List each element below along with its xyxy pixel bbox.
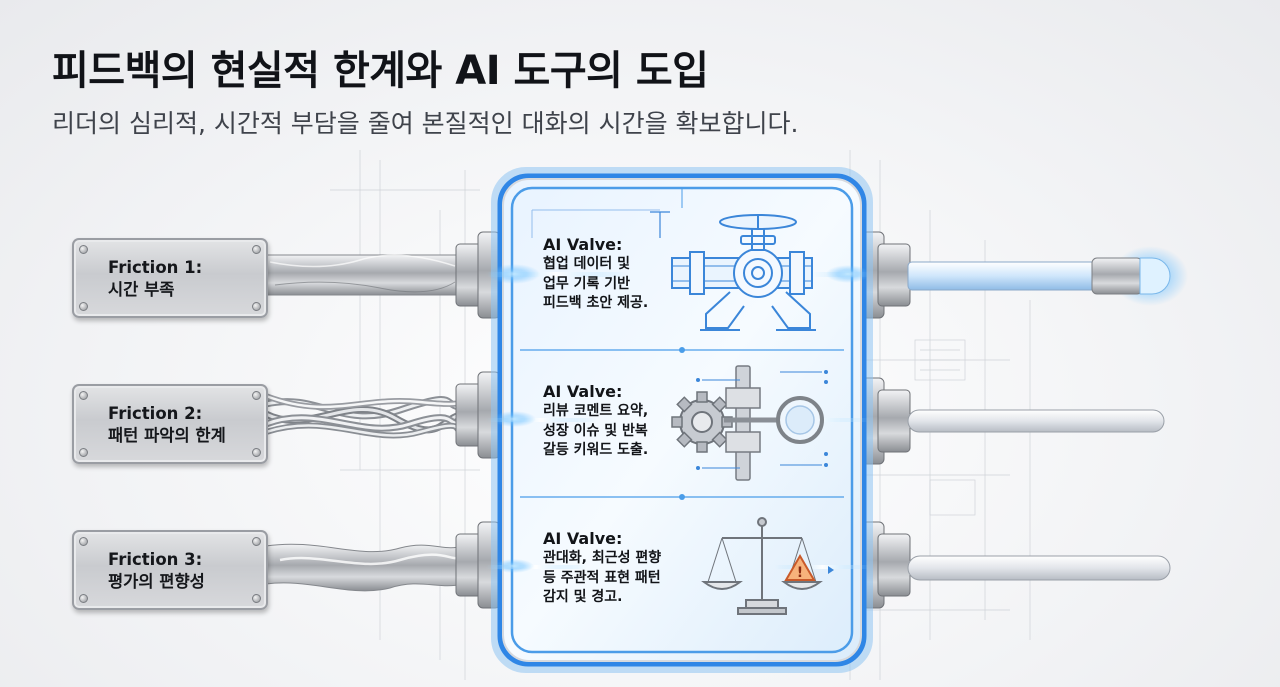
screw-icon: [79, 537, 88, 546]
friction-desc: 평가의 편향성: [108, 572, 205, 591]
warning-icon: [784, 554, 816, 581]
outlet-tube-1: [907, 246, 1188, 306]
valve-title: AI Valve:: [543, 235, 623, 254]
screw-icon: [252, 391, 261, 400]
screw-icon: [79, 302, 88, 311]
inlet-pipe-1: [265, 254, 459, 296]
pipe-valve-icon: [531, 209, 816, 331]
page-title: 피드백의 현실적 한계와 AI 도구의 도입: [52, 48, 709, 94]
valve-line: 업무 기록 기반: [543, 275, 631, 292]
valve-title: AI Valve:: [543, 529, 623, 548]
screw-icon: [79, 448, 88, 457]
friction-label: Friction 3:: [108, 550, 203, 569]
friction-label: Friction 2:: [108, 404, 203, 423]
outlet-tube-2: [907, 409, 1165, 433]
screw-icon: [252, 448, 261, 457]
svg-text:!: !: [797, 565, 803, 581]
screw-icon: [79, 245, 88, 254]
valve-line: 피드백 초안 제공.: [543, 295, 649, 311]
screw-icon: [252, 537, 261, 546]
screw-icon: [79, 391, 88, 400]
inlet-pipe-3: [265, 543, 463, 592]
valve-line: 관대화, 최근성 편향: [543, 550, 662, 566]
valve-line: 등 주관적 표현 패턴: [543, 569, 661, 586]
ai-valve-1: AI Valve: 협업 데이터 및 업무 기록 기반 피드백 초안 제공.: [543, 234, 648, 314]
screw-icon: [79, 594, 88, 603]
outlet-tube-3: [907, 555, 1171, 581]
friction-desc: 시간 부족: [108, 280, 175, 299]
friction-plate-2: Friction 2: 패턴 파악의 한계: [72, 384, 268, 464]
valve-title: AI Valve:: [543, 382, 623, 401]
screw-icon: [252, 302, 261, 311]
valve-line: 갈등 키워드 도출.: [543, 442, 649, 458]
friction-plate-3: Friction 3: 평가의 편향성: [72, 530, 268, 610]
valve-line: 협업 데이터 및: [543, 256, 631, 272]
friction-desc: 패턴 파악의 한계: [108, 426, 226, 445]
scale-warning-icon: !: [701, 517, 834, 615]
valve-line: 감지 및 경고.: [543, 589, 623, 605]
gear-lens-icon: [671, 365, 828, 481]
valve-line: 성장 이슈 및 반복: [543, 422, 648, 439]
gear-icon: [671, 391, 733, 453]
valve-line: 리뷰 코멘트 요약,: [543, 403, 649, 419]
page-subtitle: 리더의 심리적, 시간적 부담을 줄여 본질적인 대화의 시간을 확보합니다.: [52, 109, 799, 138]
friction-label: Friction 1:: [108, 258, 203, 277]
screw-icon: [252, 594, 261, 603]
friction-plate-1: Friction 1: 시간 부족: [72, 238, 268, 318]
ai-valve-2: AI Valve: 리뷰 코멘트 요약, 성장 이슈 및 반복 갈등 키워드 도…: [543, 381, 648, 461]
ai-valve-3: AI Valve: 관대화, 최근성 편향 등 주관적 표현 패턴 감지 및 경…: [543, 528, 661, 608]
screw-icon: [252, 245, 261, 254]
inlet-cables-2: [262, 393, 466, 439]
